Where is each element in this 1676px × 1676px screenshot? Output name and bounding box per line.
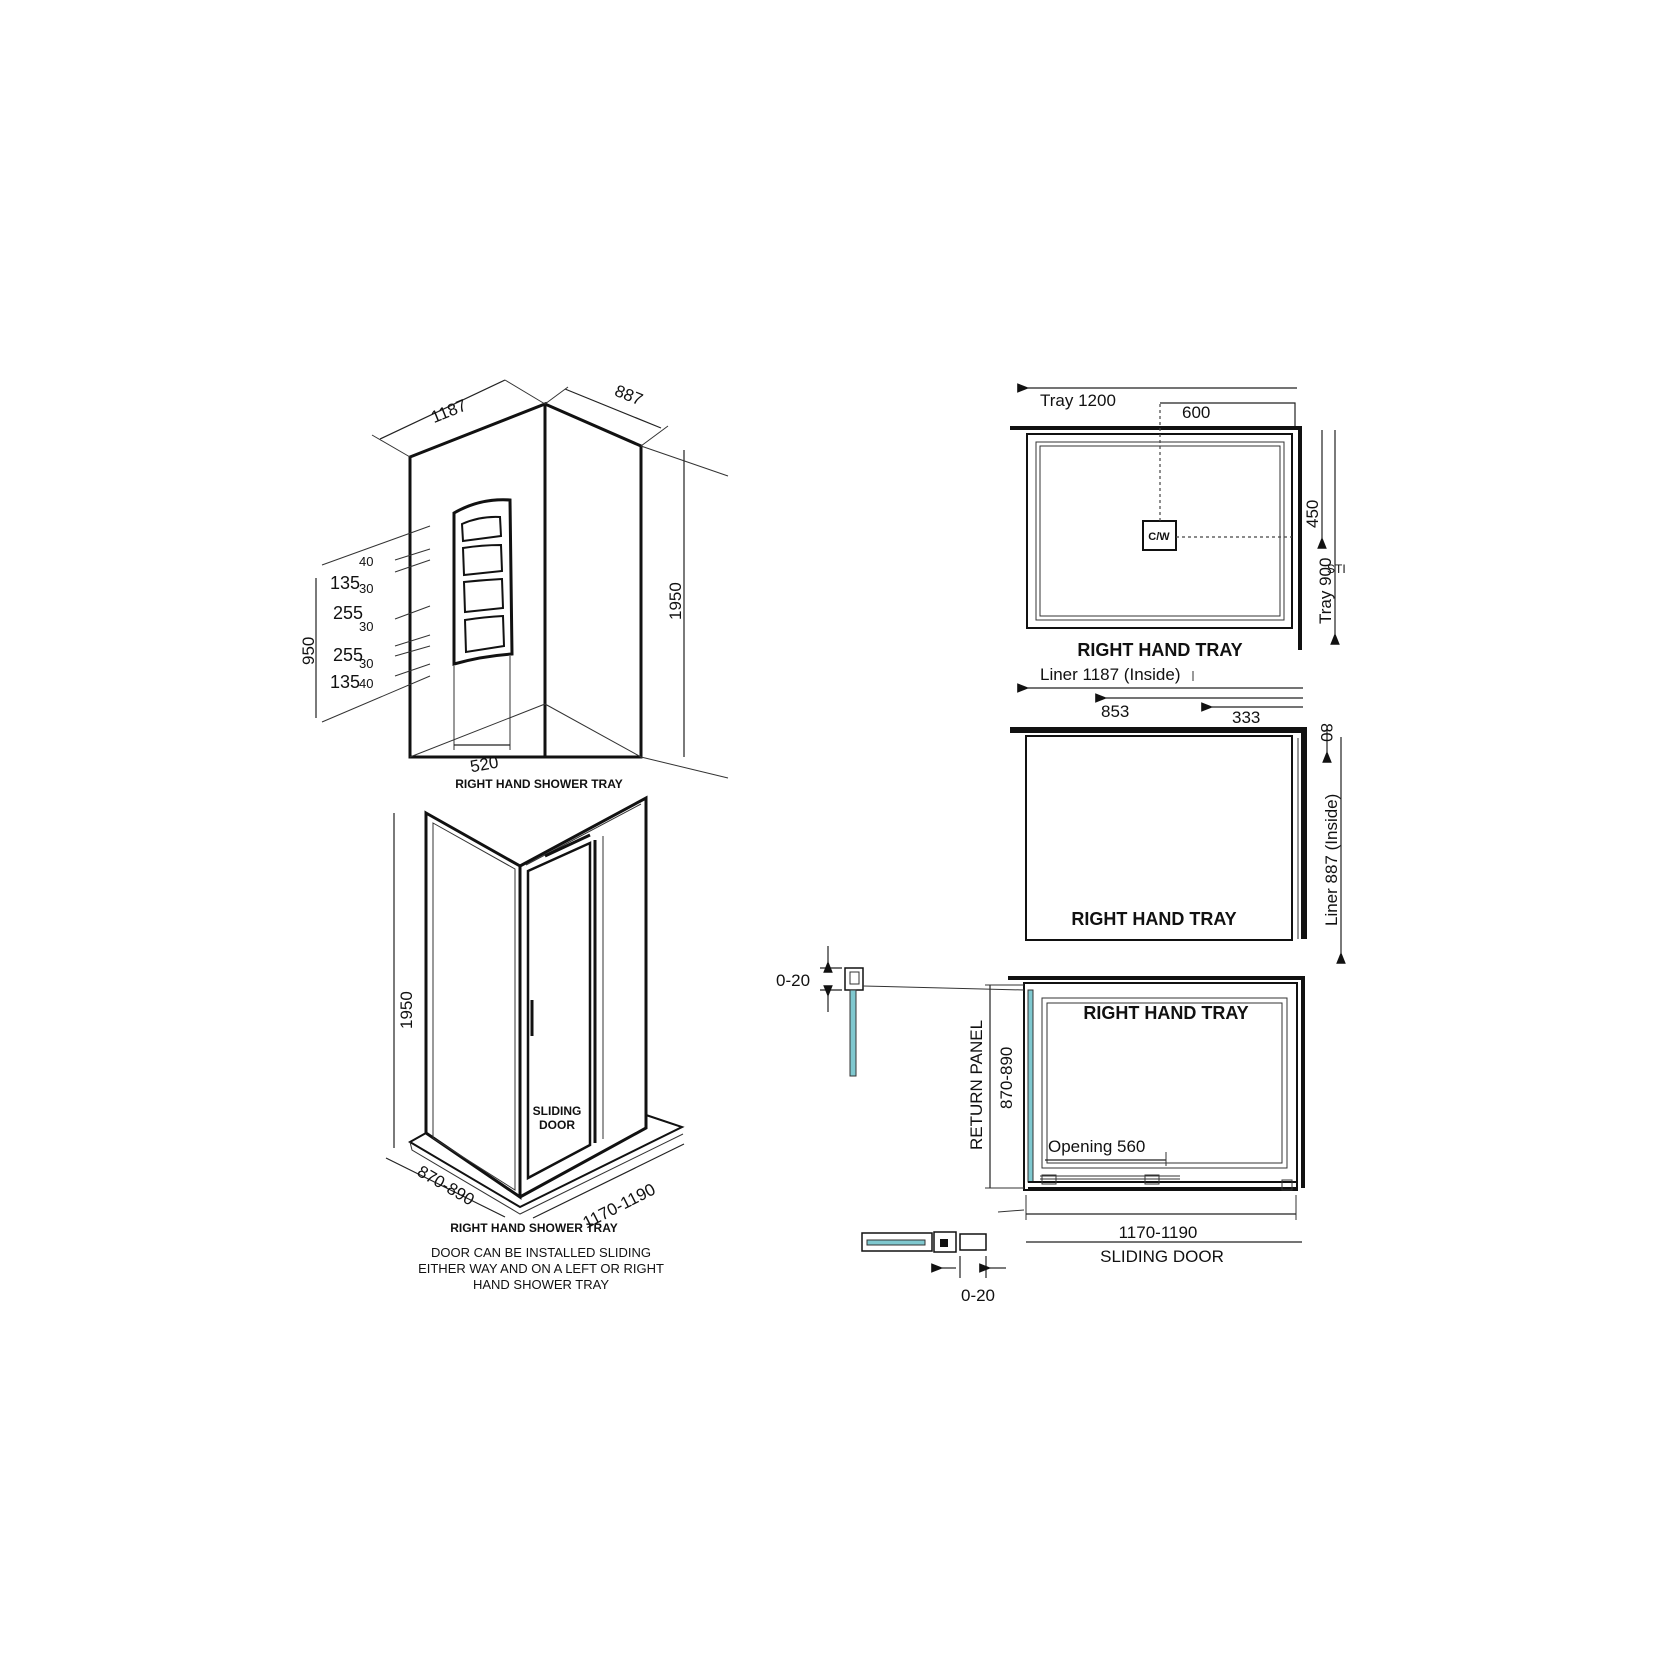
enclosure-isometric: 1950 870-890 1170-1190 SLIDING DOOR RIGH…: [385, 795, 685, 1292]
return-panel-label: RETURN PANEL: [967, 1020, 986, 1150]
liner-plan: Liner 1187 (Inside) 853 333 80 Liner 887…: [1010, 665, 1346, 964]
depth-dimension-label: 887: [612, 381, 645, 409]
door-plan: Opening 560 RIGHT HAND TRAY 870-890 RETU…: [776, 946, 1305, 1305]
adjust-top-label: 0-20: [776, 971, 810, 990]
enclosure-height-label: 1950: [397, 991, 416, 1029]
svg-text:30: 30: [359, 581, 373, 596]
install-note-line-1: DOOR CAN BE INSTALLED SLIDING: [431, 1245, 651, 1260]
liner-853-label: 853: [1101, 702, 1129, 721]
svg-text:30: 30: [359, 656, 373, 671]
svg-text:40: 40: [359, 676, 373, 691]
svg-text:30: 30: [359, 619, 373, 634]
enclosure-return-label: 870-890: [414, 1162, 478, 1210]
liner-80-label: 80: [1317, 723, 1336, 742]
tray-plan: Tray 1200 600 C/W 450 Tray 900 STI RIGHT…: [1010, 383, 1346, 660]
width-range-label: 1170-1190: [1119, 1223, 1198, 1242]
width-dimension-label: 1187: [428, 396, 469, 427]
liner-plan-title: RIGHT HAND TRAY: [1071, 909, 1236, 929]
svg-text:135: 135: [330, 573, 360, 593]
tray-width-label: Tray 1200: [1040, 391, 1116, 410]
height-dimension-label: 1950: [666, 582, 685, 620]
enclosure-caption: RIGHT HAND SHOWER TRAY: [450, 1221, 618, 1235]
shelf-width-label: 520: [469, 753, 500, 777]
door-plan-title: RIGHT HAND TRAY: [1083, 1003, 1248, 1023]
sliding-door-label-2: DOOR: [539, 1118, 575, 1132]
return-panel-glass: [1027, 989, 1034, 1183]
svg-text:255: 255: [333, 645, 363, 665]
waste-label: C/W: [1148, 531, 1170, 543]
tray-plan-title: RIGHT HAND TRAY: [1077, 640, 1242, 660]
install-note-line-3: HAND SHOWER TRAY: [473, 1277, 609, 1292]
elevation-caption: RIGHT HAND SHOWER TRAY: [455, 777, 623, 791]
install-note-line-2: EITHER WAY AND ON A LEFT OR RIGHT: [418, 1261, 664, 1276]
wall-profile-detail-top: 0-20: [776, 946, 1025, 1077]
liner-333-label: 333: [1232, 708, 1260, 727]
sliding-door-label-1: SLIDING: [533, 1104, 582, 1118]
svg-text:135: 135: [330, 672, 360, 692]
tray-depth-label: Tray 900: [1316, 558, 1335, 624]
adjust-bottom-label: 0-20: [961, 1286, 995, 1305]
stub-label: STI: [1327, 562, 1346, 576]
svg-text:40: 40: [359, 554, 373, 569]
liner-depth-label: Liner 887 (Inside): [1322, 794, 1341, 926]
opening-label: Opening 560: [1048, 1137, 1145, 1156]
sliding-door-plan-label: SLIDING DOOR: [1100, 1247, 1224, 1266]
corner-shelf-unit: [452, 498, 514, 666]
shelf-height-label: 950: [299, 637, 318, 665]
return-range-label: 870-890: [997, 1047, 1016, 1109]
waste-y-label: 450: [1303, 500, 1322, 528]
waste-x-label: 600: [1182, 403, 1210, 422]
wall-profile-detail-bottom: 0-20: [861, 1209, 1025, 1305]
liner-width-label: Liner 1187 (Inside): [1040, 665, 1181, 684]
svg-text:255: 255: [333, 603, 363, 623]
wall-elevation: 1187 887 1950 950 40 135 30 255 30 255: [299, 379, 729, 791]
shelf-gap-labels: 40 135 30 255 30 255 30 135 40: [330, 554, 373, 692]
